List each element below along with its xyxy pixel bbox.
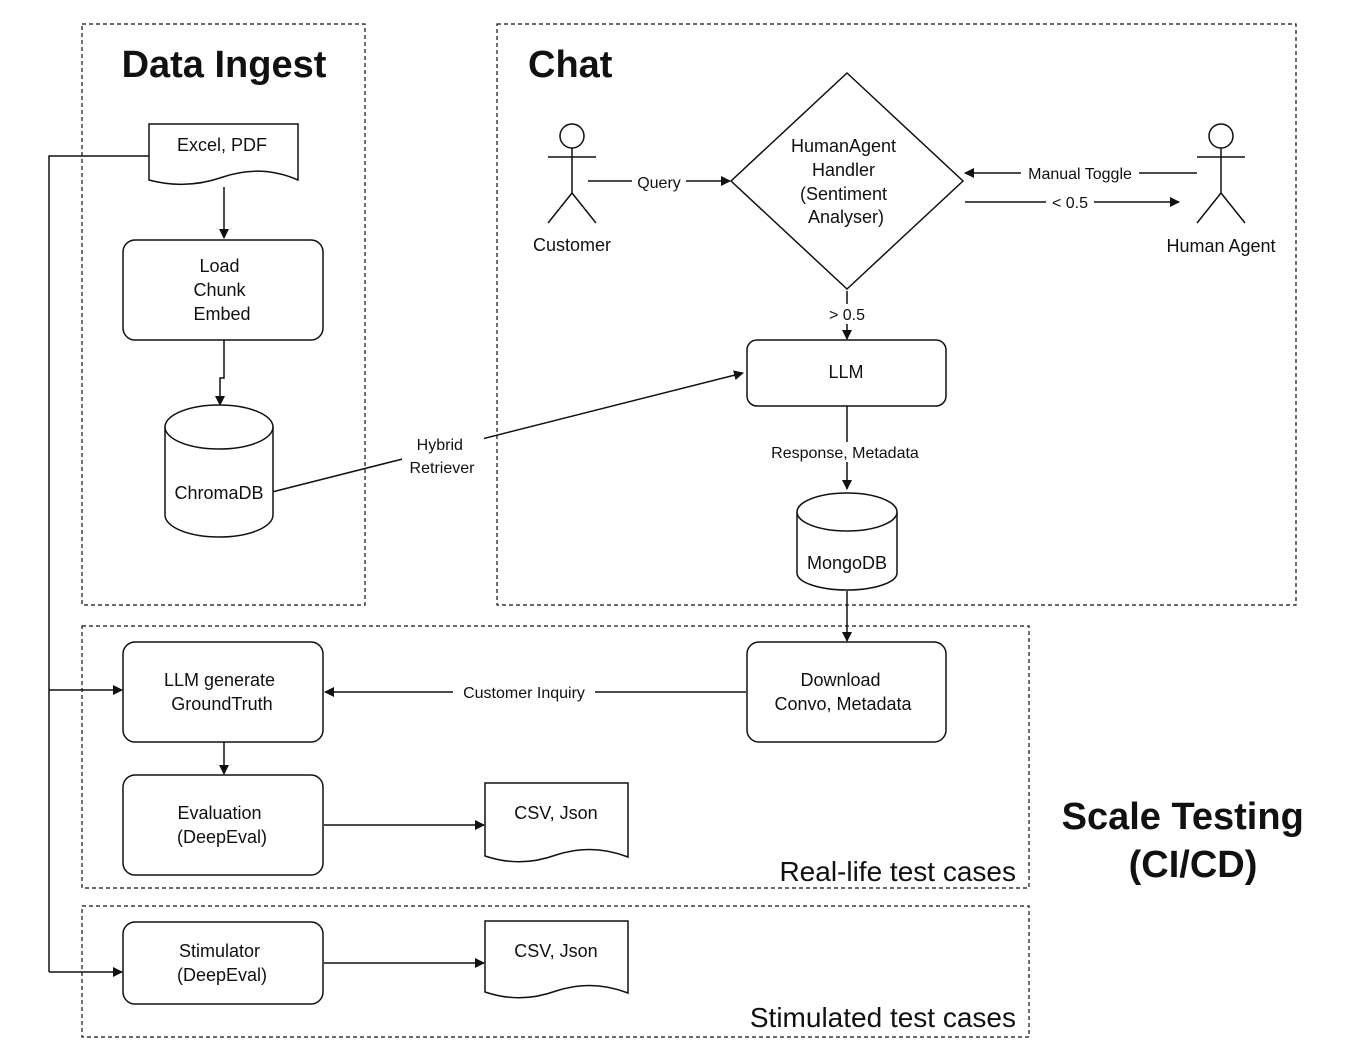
load-line: Load (199, 256, 239, 276)
real-life-group (81, 625, 1030, 889)
csv-json-document-1 (484, 782, 629, 863)
chat-group (496, 23, 1297, 606)
chromadb-cylinder (164, 404, 274, 538)
llm-label: LLM (828, 362, 863, 382)
evaluation-label: Evaluation (DeepEval) (177, 803, 267, 847)
stimulated-title: Stimulated test cases (750, 1002, 1016, 1033)
embed-line: Embed (193, 304, 250, 324)
csv-json-line-1: CSV, Json (514, 803, 597, 823)
llm-groundtruth-line-2: GroundTruth (171, 694, 272, 714)
human-agent-line: Human Agent (1166, 236, 1275, 256)
evaluation-line-2: (DeepEval) (177, 827, 267, 847)
edge-excel-to-tests (48, 155, 149, 972)
excel-pdf-line: Excel, PDF (177, 135, 267, 155)
chunk-line: Chunk (193, 280, 246, 300)
stimulator-label: Stimulator (DeepEval) (177, 941, 267, 985)
evaluation-line-1: Evaluation (177, 803, 261, 823)
csv-json-label-2: CSV, Json (514, 941, 597, 961)
hybrid-retriever-label: Hybrid Retriever (410, 437, 476, 477)
greater-than-label: > 0.5 (829, 307, 865, 324)
edge-load-to-chromadb (215, 340, 225, 406)
download-line-2: Convo, Metadata (774, 694, 912, 714)
handler-label: HumanAgent Handler (Sentiment Analyser) (791, 136, 901, 227)
data-ingest-group (81, 23, 366, 606)
response-metadata-label: Response, Metadata (771, 445, 919, 462)
mongodb-cylinder (796, 492, 898, 591)
retriever-line: Retriever (410, 460, 476, 477)
scale-testing-line-1: Scale Testing (1062, 796, 1304, 838)
query-line: Query (637, 175, 681, 192)
excel-pdf-label: Excel, PDF (177, 135, 267, 155)
handler-line-2: Handler (812, 160, 875, 180)
download-box (746, 641, 947, 743)
customer-inquiry-label: Customer Inquiry (463, 685, 585, 702)
handler-line-1: HumanAgent (791, 136, 896, 156)
customer-label: Customer (533, 235, 611, 255)
mongodb-label: MongoDB (807, 553, 887, 573)
download-line-1: Download (800, 670, 880, 690)
less-than-line: < 0.5 (1052, 195, 1088, 212)
edge-chromadb-to-llm (271, 370, 744, 493)
llm-box (746, 339, 947, 407)
stimulator-line-1: Stimulator (179, 941, 260, 961)
mongodb-line: MongoDB (807, 553, 887, 573)
manual-toggle-line: Manual Toggle (1028, 166, 1132, 183)
customer-actor (547, 123, 597, 224)
chromadb-label: ChromaDB (174, 483, 263, 503)
load-chunk-embed-label: Load Chunk Embed (193, 256, 250, 324)
greater-than-line: > 0.5 (829, 307, 865, 324)
scale-testing-title: Scale Testing (CI/CD) (1062, 796, 1315, 886)
handler-line-4: Analyser) (808, 207, 884, 227)
llm-groundtruth-line-1: LLM generate (164, 670, 275, 690)
handler-line-3: (Sentiment (800, 184, 887, 204)
stimulator-box (122, 921, 324, 1005)
csv-json-document-2 (484, 920, 629, 999)
load-chunk-embed-box (122, 239, 324, 341)
stimulator-line-2: (DeepEval) (177, 965, 267, 985)
manual-toggle-label: Manual Toggle (1028, 166, 1132, 183)
customer-inquiry-line: Customer Inquiry (463, 685, 585, 702)
chat-title: Chat (528, 44, 613, 86)
data-ingest-title: Data Ingest (122, 44, 327, 86)
human-agent-label: Human Agent (1166, 236, 1275, 256)
customer-line: Customer (533, 235, 611, 255)
chromadb-line: ChromaDB (174, 483, 263, 503)
real-life-title: Real-life test cases (779, 856, 1016, 887)
handler-diamond (729, 71, 965, 291)
llm-groundtruth-label: LLM generate GroundTruth (164, 670, 280, 714)
llm-line: LLM (828, 362, 863, 382)
llm-groundtruth-box (122, 641, 324, 743)
csv-json-line-2: CSV, Json (514, 941, 597, 961)
less-than-label: < 0.5 (1052, 195, 1088, 212)
scale-testing-line-2: (CI/CD) (1129, 844, 1258, 886)
hybrid-line: Hybrid (417, 437, 463, 454)
excel-pdf-document (148, 123, 299, 186)
download-label: Download Convo, Metadata (774, 670, 912, 714)
response-metadata-line: Response, Metadata (771, 445, 919, 462)
evaluation-box (122, 774, 324, 876)
query-label: Query (637, 175, 681, 192)
human-agent-actor (1196, 123, 1246, 224)
csv-json-label-1: CSV, Json (514, 803, 597, 823)
